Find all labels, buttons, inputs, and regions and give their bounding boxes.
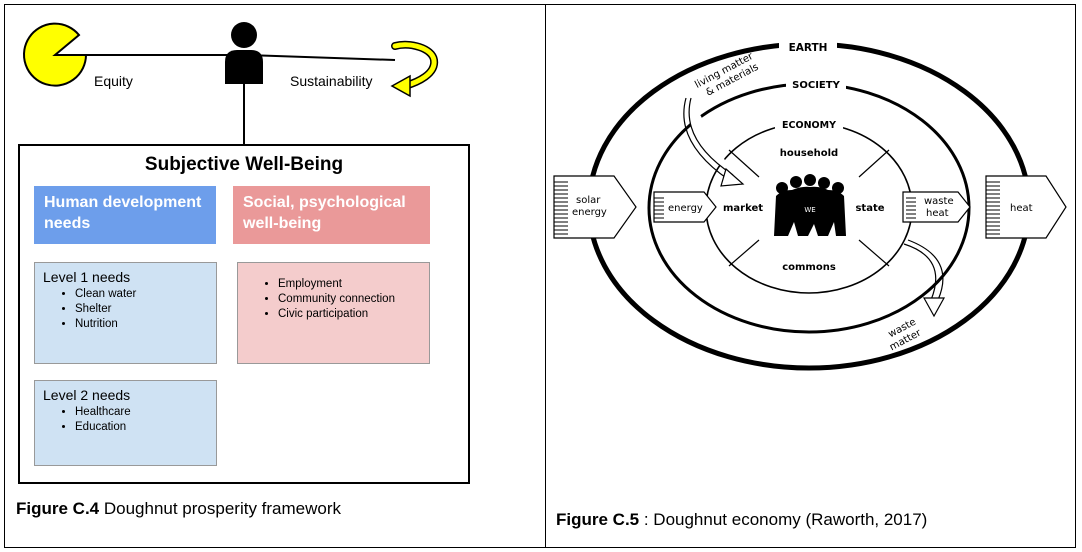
social-list: Employment Community connection Civic pa… <box>246 277 421 322</box>
solar-label-line2: energy <box>572 207 607 218</box>
human-needs-header: Human development needs <box>34 186 216 244</box>
list-item: Civic participation <box>278 307 421 322</box>
social-needs-panel: Employment Community connection Civic pa… <box>237 262 430 364</box>
person-icon <box>225 22 263 84</box>
economy-label: ECONOMY <box>782 120 836 131</box>
level2-title: Level 2 needs <box>43 387 131 403</box>
society-label: SOCIETY <box>792 80 840 91</box>
pacman-equity-icon <box>23 22 88 87</box>
figure-table <box>4 4 1076 548</box>
energy-arrow: energy <box>653 191 717 223</box>
caption-text: : Doughnut economy (Raworth, 2017) <box>639 510 928 529</box>
level1-list: Clean water Shelter Nutrition <box>43 287 208 332</box>
commons-label: commons <box>782 262 836 273</box>
framework-top-graphics <box>23 22 439 145</box>
market-label: market <box>723 203 763 214</box>
level2-needs-panel: Level 2 needs Healthcare Education <box>34 380 217 466</box>
list-item: Clean water <box>75 287 208 302</box>
doughnut-economy-diagram: EARTH SOCIETY ECONOMY living matter & ma… <box>553 40 1067 371</box>
list-item: Nutrition <box>75 317 208 332</box>
sustainability-label: Sustainability <box>290 73 373 89</box>
heat-label: heat <box>1010 203 1033 214</box>
list-item: Employment <box>278 277 421 292</box>
social-wellbeing-header: Social, psychological well-being <box>233 186 430 244</box>
solar-label-line1: solar <box>576 195 601 206</box>
list-item: Community connection <box>278 292 421 307</box>
level1-needs-panel: Level 1 needs Clean water Shelter Nutrit… <box>34 262 217 364</box>
waste-heat-line1: waste <box>924 196 954 207</box>
waste-heat-line2: heat <box>926 208 949 219</box>
level2-list: Healthcare Education <box>43 405 208 435</box>
earth-label: EARTH <box>789 42 828 54</box>
heat-arrow: heat <box>985 175 1067 239</box>
crowd-icon <box>774 174 846 236</box>
state-label: state <box>855 203 884 214</box>
energy-label: energy <box>668 203 703 214</box>
wellbeing-title: Subjective Well-Being <box>144 154 344 175</box>
list-item: Education <box>75 420 208 435</box>
column-divider <box>545 4 546 548</box>
caption-figure-number: Figure C.4 <box>16 499 100 518</box>
caption-figure-number: Figure C.5 <box>556 510 640 529</box>
caption-text: Doughnut prosperity framework <box>99 499 342 518</box>
equity-label: Equity <box>94 73 133 89</box>
level1-title: Level 1 needs <box>43 269 131 285</box>
we-label: WE <box>804 206 815 214</box>
cycle-arrow-icon <box>390 40 439 98</box>
list-item: Shelter <box>75 302 208 317</box>
figure-c4-caption: Figure C.4 Doughnut prosperity framework <box>16 499 341 519</box>
household-label: household <box>780 148 838 159</box>
list-item: Healthcare <box>75 405 208 420</box>
figure-c5-caption: Figure C.5 : Doughnut economy (Raworth, … <box>556 510 927 530</box>
